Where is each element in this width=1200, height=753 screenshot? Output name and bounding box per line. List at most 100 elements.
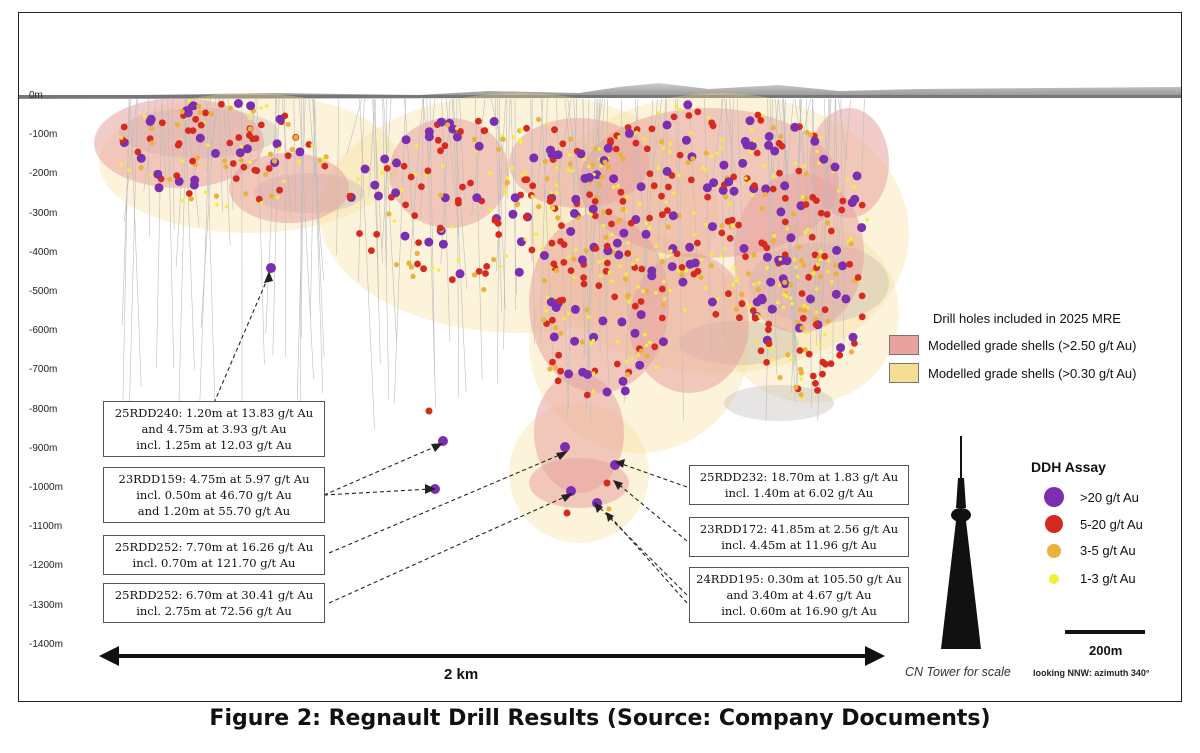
assay-point bbox=[189, 127, 197, 134]
assay-dot-icon bbox=[1047, 543, 1061, 558]
drill-trace bbox=[585, 98, 601, 412]
assay-point bbox=[644, 221, 648, 226]
assay-point bbox=[577, 255, 587, 265]
assay-point bbox=[323, 154, 329, 160]
assay-point bbox=[794, 265, 799, 269]
assay-point bbox=[505, 176, 510, 180]
assay-point bbox=[667, 262, 677, 272]
assay-point bbox=[795, 274, 800, 279]
assay-point bbox=[400, 188, 404, 192]
assay-point bbox=[683, 100, 693, 110]
assay-point bbox=[197, 110, 203, 116]
assay-point bbox=[566, 168, 571, 173]
assay-point bbox=[665, 183, 672, 191]
assay-point bbox=[457, 128, 464, 135]
assay-point bbox=[149, 140, 155, 146]
assay-point bbox=[668, 142, 673, 146]
drill-trace bbox=[441, 98, 451, 342]
assay-point bbox=[637, 202, 642, 206]
assay-point bbox=[607, 270, 612, 275]
assay-point bbox=[827, 259, 831, 263]
callout-line: 25RDD252: 6.70m at 30.41 g/t Au bbox=[114, 588, 314, 602]
drill-trace bbox=[490, 98, 504, 154]
assay-point bbox=[821, 306, 829, 314]
assay-point bbox=[617, 217, 623, 223]
assay-point bbox=[601, 258, 606, 263]
drill-trace bbox=[161, 98, 167, 180]
assay-point bbox=[765, 320, 773, 328]
drill-trace bbox=[205, 98, 216, 410]
assay-point bbox=[474, 141, 484, 151]
arrow-heads bbox=[264, 271, 625, 522]
assay-point bbox=[206, 143, 210, 147]
assay-point bbox=[678, 264, 686, 271]
assay-point bbox=[134, 148, 142, 156]
assay-point bbox=[841, 294, 851, 304]
assay-point bbox=[739, 244, 749, 253]
drill-trace bbox=[497, 98, 500, 384]
drill-trace bbox=[775, 98, 782, 229]
drill-trace bbox=[293, 98, 297, 212]
assay-point bbox=[609, 174, 619, 184]
assay-point bbox=[438, 192, 444, 198]
assay-point bbox=[631, 262, 635, 266]
assay-point bbox=[626, 240, 631, 245]
assay-legend-label: 5-20 g/t Au bbox=[1080, 516, 1143, 532]
assay-point bbox=[728, 216, 736, 224]
assay-point bbox=[617, 317, 627, 327]
assay-point bbox=[539, 251, 549, 260]
assay-point bbox=[722, 247, 727, 251]
assay-point bbox=[617, 188, 625, 196]
assay-point bbox=[500, 136, 506, 142]
assay-point bbox=[817, 209, 825, 217]
callout-line: and 3.40m at 4.67 g/t Au bbox=[726, 588, 872, 602]
assay-point bbox=[483, 263, 491, 270]
assay-point bbox=[782, 279, 788, 285]
assay-point bbox=[591, 389, 596, 394]
assay-point bbox=[765, 265, 770, 270]
assay-point bbox=[709, 178, 719, 188]
assay-point bbox=[551, 126, 558, 134]
callout-line: 25RDD252: 7.70m at 16.26 g/t Au bbox=[114, 540, 314, 554]
assay-point bbox=[789, 357, 794, 362]
assay-point bbox=[664, 207, 671, 214]
assay-point bbox=[574, 248, 578, 252]
assay-point bbox=[277, 146, 282, 151]
assay-point bbox=[781, 194, 789, 202]
assay-point bbox=[725, 290, 732, 298]
assay-point bbox=[534, 232, 538, 237]
drill-trace bbox=[265, 98, 277, 334]
assay-point bbox=[827, 227, 835, 235]
assay-point bbox=[790, 211, 797, 217]
assay-point bbox=[611, 185, 616, 189]
assay-point bbox=[424, 237, 434, 247]
assay-point bbox=[683, 308, 687, 312]
intercept-point bbox=[560, 442, 570, 452]
drill-trace bbox=[346, 98, 362, 155]
assay-point bbox=[195, 133, 205, 143]
drill-trace bbox=[780, 98, 786, 310]
assay-point bbox=[386, 211, 392, 217]
assay-point bbox=[418, 183, 425, 191]
assay-point bbox=[819, 370, 826, 378]
assay-point bbox=[149, 125, 155, 132]
assay-point bbox=[120, 123, 128, 131]
assay-point bbox=[370, 180, 380, 190]
drill-trace bbox=[838, 98, 847, 161]
assay-point bbox=[598, 316, 608, 326]
view-label: looking NNW: azimuth 340° bbox=[1033, 668, 1150, 678]
assay-point bbox=[692, 211, 696, 215]
assay-point bbox=[809, 372, 817, 380]
assay-point bbox=[762, 163, 766, 168]
assay-point bbox=[805, 330, 809, 335]
drill-trace bbox=[650, 98, 662, 197]
legend-drill-holes: Drill holes included in 2025 MRE bbox=[933, 311, 1121, 326]
assay-point bbox=[823, 211, 831, 218]
assay-point bbox=[184, 127, 192, 134]
assay-point bbox=[785, 352, 791, 358]
assay-point bbox=[827, 360, 835, 367]
assay-point bbox=[284, 152, 292, 160]
drill-trace bbox=[840, 98, 845, 353]
